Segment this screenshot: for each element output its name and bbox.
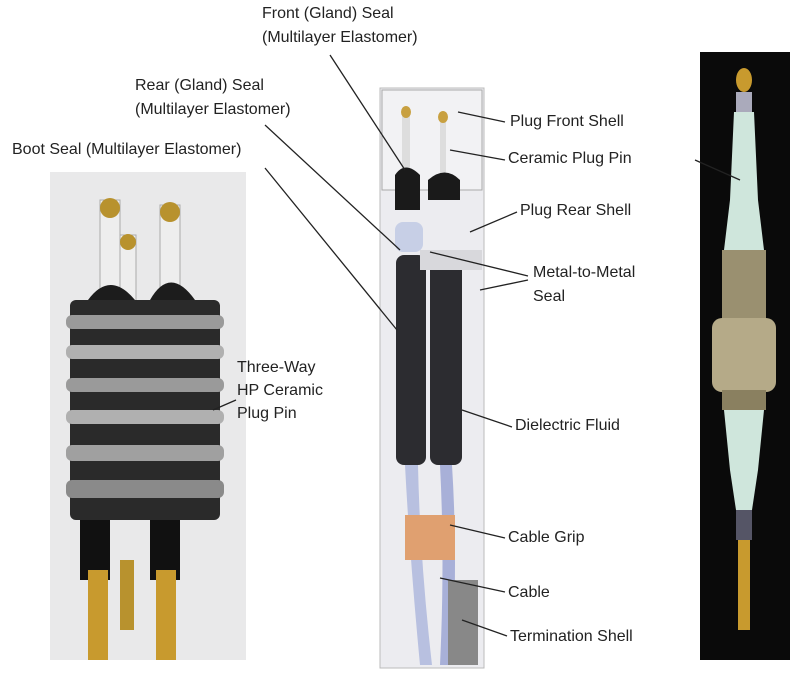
leader-lines: [212, 54, 741, 637]
ceramic-plug-pin-label: Ceramic Plug Pin: [508, 150, 632, 167]
three-way-label-3: Plug Pin: [237, 405, 297, 422]
front-seal-material-label: (Multilayer Elastomer): [262, 29, 418, 46]
three-way-label: Three-Way: [237, 359, 316, 376]
cable-label: Cable: [508, 584, 550, 601]
front-seal-label: Front (Gland) Seal: [262, 5, 394, 22]
metal-seal-label-2: Seal: [533, 288, 566, 305]
dielectric-fluid-label: Dielectric Fluid: [515, 417, 620, 434]
ceramic-plug-pin-photo: [700, 52, 790, 660]
connector-cutaway-drawing: [379, 87, 485, 669]
metal-seal-label: Metal-to-Metal: [533, 264, 636, 281]
rear-seal-label: Rear (Gland) Seal: [135, 77, 264, 94]
plug-front-shell-label: Plug Front Shell: [510, 113, 624, 130]
three-way-label-2: HP Ceramic: [237, 382, 323, 399]
three-way-plug-photo: [50, 172, 246, 660]
cable-grip-label: Cable Grip: [508, 529, 585, 546]
boot-seal-label: Boot Seal (Multilayer Elastomer): [12, 141, 242, 158]
plug-rear-shell-label: Plug Rear Shell: [520, 202, 632, 219]
termination-shell-label: Termination Shell: [510, 628, 633, 645]
rear-seal-material-label: (Multilayer Elastomer): [135, 101, 291, 118]
